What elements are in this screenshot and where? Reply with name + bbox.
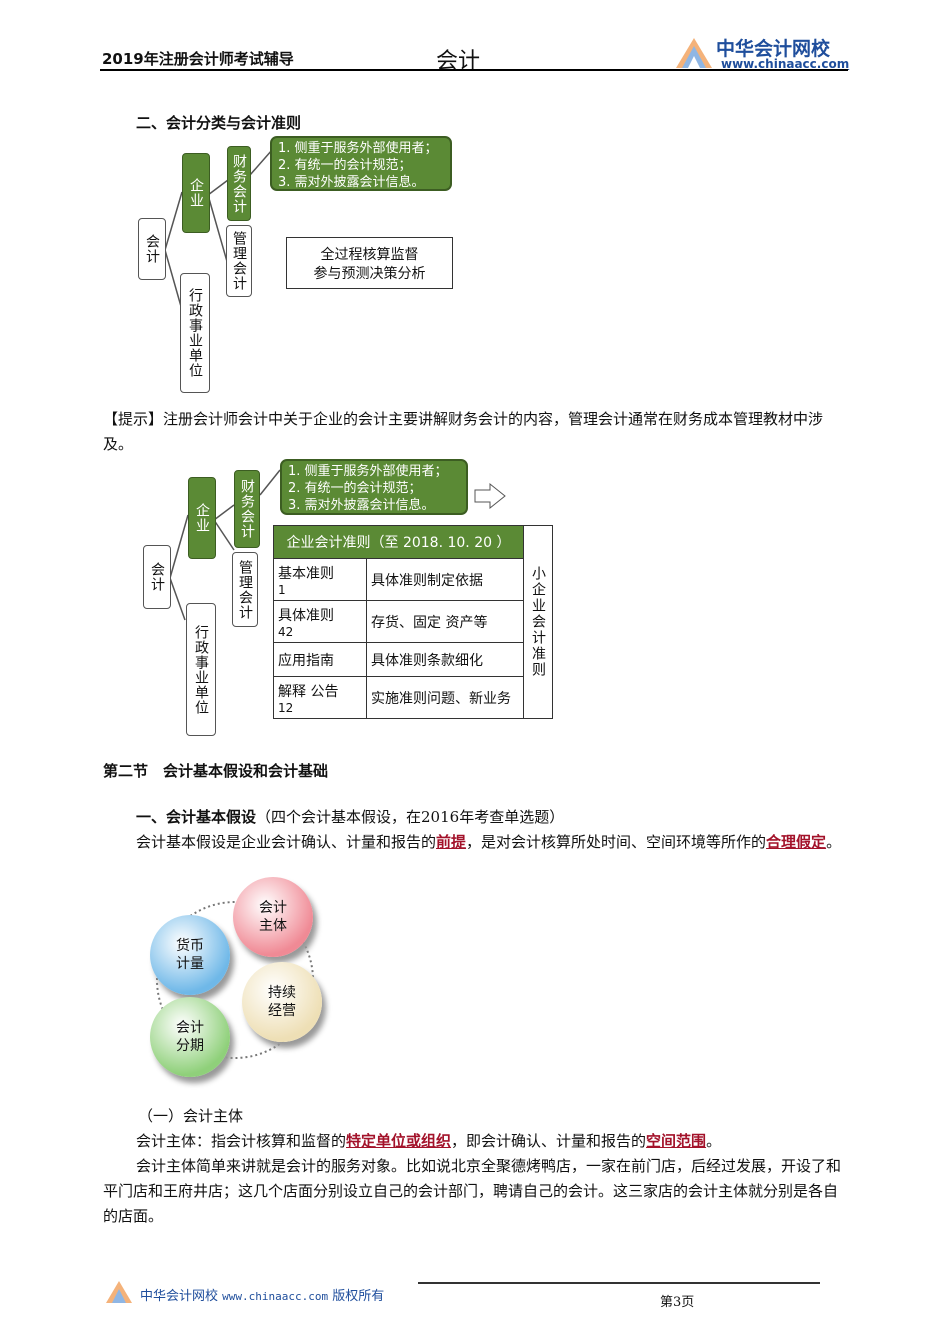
- node-accounting: 会计: [138, 218, 166, 280]
- circle-monetary-unit: 货币 计量: [150, 915, 230, 995]
- node-government: 行政事业单位: [180, 273, 210, 393]
- circle-label: 持续 经营: [268, 985, 296, 1019]
- scroll-line: 全过程核算监督: [320, 247, 419, 263]
- brand: 中华会计网校: [140, 1289, 219, 1304]
- highlight: 前提: [436, 833, 467, 851]
- row-count: 42: [278, 624, 294, 639]
- subsection-title: （一）会计主体: [138, 1107, 244, 1125]
- small-enterprise-standards: 小企业会计准则: [523, 525, 553, 719]
- row-name: 具体准则: [278, 607, 334, 624]
- circle-going-concern: 持续 经营: [242, 962, 322, 1042]
- feature-item: 2. 有统一的会计规范；: [278, 158, 412, 173]
- entity-paragraph: 会计主体简单来讲就是会计的服务对象。比如说北京全聚德烤鸭店，一家在前门店，后经过…: [103, 1157, 842, 1225]
- entity-definition: 会计主体：指会计核算和监督的特定单位或组织，即会计确认、计量和报告的空间范围。: [103, 1129, 851, 1154]
- text: 。: [706, 1132, 722, 1150]
- footer-logo-icon: [106, 1281, 132, 1303]
- feature-item: 1. 侧重于服务外部使用者；: [288, 464, 448, 479]
- logo-icon: [676, 38, 712, 68]
- text: 会计基本假设是企业会计确认、计量和报告的: [136, 833, 437, 851]
- node-government-2: 行政事业单位: [186, 603, 216, 736]
- circle-label: 会计 主体: [259, 900, 287, 934]
- node-management-accounting-2: 管理会计: [232, 552, 258, 627]
- features-box-2: 1. 侧重于服务外部使用者； 2. 有统一的会计规范； 3. 需对外披露会计信息…: [280, 459, 468, 515]
- assumptions-heading: 一、会计基本假设（四个会计基本假设，在2016年考查单选题）: [136, 805, 564, 830]
- node-management-accounting: 管理会计: [226, 225, 252, 297]
- tip-text: 注册会计师会计中关于企业的会计主要讲解财务会计的内容，管理会计通常在财务成本管理…: [103, 410, 824, 453]
- row-count: 1: [278, 582, 286, 597]
- rights: 版权所有: [332, 1289, 385, 1304]
- diagram2-connectors: [169, 469, 506, 621]
- highlight: 特定单位或组织: [346, 1132, 452, 1150]
- node-accounting-2: 会计: [143, 545, 171, 609]
- table-title: 企业会计准则（至 2018. 10. 20 ）: [273, 525, 524, 559]
- feature-item: 2. 有统一的会计规范；: [288, 481, 422, 496]
- assumptions-paragraph: 会计基本假设是企业会计确认、计量和报告的前提，是对会计核算所处时间、空间环境等所…: [103, 830, 851, 855]
- section-title: 第二节 会计基本假设和会计基础: [103, 762, 329, 780]
- circle-accounting-period: 会计 分期: [150, 997, 230, 1077]
- header-divider: [100, 69, 848, 71]
- text: ，是对会计核算所处时间、空间环境等所作的: [466, 833, 767, 851]
- row-count: 12: [278, 700, 294, 715]
- highlight: 合理假定: [766, 833, 827, 851]
- text: ，即会计确认、计量和报告的: [451, 1132, 647, 1150]
- row-name: 应用指南: [278, 652, 334, 669]
- feature-item: 3. 需对外披露会计信息。: [278, 175, 425, 190]
- footer-url[interactable]: www.chinaacc.com: [222, 1290, 329, 1303]
- heading-text: 一、会计基本假设: [136, 808, 257, 826]
- logo-url[interactable]: www.chinaacc.com: [721, 57, 850, 71]
- node-financial-accounting: 财务会计: [227, 146, 251, 221]
- row-name: 解释 公告: [278, 683, 339, 700]
- footer-divider: [418, 1282, 820, 1284]
- features-box: 1. 侧重于服务外部使用者； 2. 有统一的会计规范； 3. 需对外披露会计信息…: [270, 136, 452, 191]
- circle-label: 会计 分期: [176, 1020, 204, 1054]
- feature-item: 3. 需对外披露会计信息。: [288, 498, 435, 513]
- management-scroll: 全过程核算监督 参与预测决策分析: [286, 237, 453, 289]
- row-desc: 具体准则制定依据: [366, 558, 524, 601]
- tip-paragraph: 【提示】注册会计师会计中关于企业的会计主要讲解财务会计的内容，管理会计通常在财务…: [103, 407, 851, 457]
- node-enterprise-2: 企业: [188, 477, 216, 559]
- scroll-line: 参与预测决策分析: [313, 266, 426, 282]
- text: 。: [826, 833, 842, 851]
- header-course: 2019年注册会计师考试辅导: [102, 50, 294, 68]
- row-desc: 实施准则问题、新业务: [366, 676, 524, 719]
- text: 会计主体：指会计核算和监督的: [136, 1132, 347, 1150]
- circle-label: 货币 计量: [176, 938, 204, 972]
- row-name: 基本准则: [278, 565, 334, 582]
- feature-item: 1. 侧重于服务外部使用者；: [278, 141, 438, 156]
- arrow-icon: [474, 482, 506, 510]
- table-row: 应用指南 具体准则条款细化: [273, 642, 553, 677]
- node-enterprise: 企业: [182, 153, 210, 233]
- tip-label: 【提示】: [103, 410, 164, 428]
- node-financial-accounting-2: 财务会计: [234, 470, 260, 548]
- diagram1-connectors: [164, 149, 273, 311]
- page-number: 第3页: [660, 1295, 695, 1310]
- footer-brand: 中华会计网校 www.chinaacc.com 版权所有: [140, 1285, 384, 1304]
- circle-accounting-entity: 会计 主体: [233, 877, 313, 957]
- row-desc: 具体准则条款细化: [366, 642, 524, 677]
- heading-note: （四个会计基本假设，在2016年考查单选题）: [256, 808, 565, 826]
- row-desc: 存货、固定 资产等: [366, 600, 524, 643]
- section-title: 二、会计分类与会计准则: [136, 114, 302, 132]
- highlight: 空间范围: [646, 1132, 707, 1150]
- logo-name: 中华会计网校: [716, 38, 831, 60]
